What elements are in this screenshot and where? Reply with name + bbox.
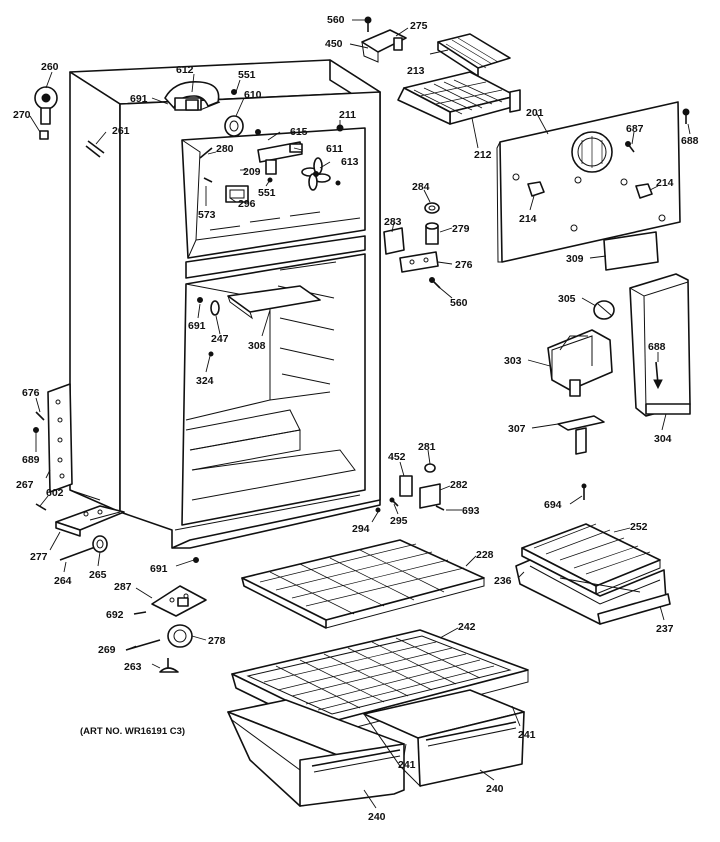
bottom-hinge-267 [33,383,73,511]
label-267: 267 [16,479,34,491]
label-247: 247 [211,333,229,345]
label-240-right: 240 [486,783,504,795]
meat-pan-252 [515,523,671,625]
control-parts [547,273,691,455]
wire-shelf-228 [241,539,485,629]
bracket-287 [133,585,207,617]
label-573: 573 [198,209,216,221]
label-551-top: 551 [238,69,256,81]
label-613: 613 [341,156,359,168]
label-237: 237 [656,623,674,635]
label-278: 278 [208,635,226,647]
label-687: 687 [626,123,644,135]
crisper-drawers-240 [227,689,525,807]
label-691-bottom: 691 [150,563,168,575]
label-201: 201 [526,107,544,119]
label-610: 610 [244,89,262,101]
label-287: 287 [114,581,132,593]
ice-shelf-212 [397,71,521,125]
label-688-mid: 688 [648,341,666,353]
label-295: 295 [390,515,408,527]
label-281: 281 [418,441,436,453]
label-309: 309 [566,253,584,265]
label-689: 689 [22,454,40,466]
cabinet [69,59,381,549]
label-270: 270 [13,109,31,121]
evaporator-cover-201 [496,101,690,263]
label-691-top: 691 [130,93,148,105]
label-241-left: 241 [398,759,416,771]
label-252: 252 [630,521,648,533]
label-303: 303 [504,355,522,367]
label-260: 260 [41,61,59,73]
front-roller-278 [125,624,193,673]
label-212: 212 [474,149,492,161]
leader-lines [29,19,691,809]
label-560-top: 560 [327,14,345,26]
label-228: 228 [476,549,494,561]
label-308: 308 [248,340,266,352]
label-688-top: 688 [681,135,699,147]
label-676: 676 [22,387,40,399]
label-214-right: 214 [656,177,674,189]
label-615: 615 [290,126,308,138]
freezer-components [164,81,344,203]
art-number-note: (ART NO. WR16191 C3) [80,726,185,737]
label-309 [603,231,659,271]
label-209: 209 [243,166,261,178]
label-450: 450 [325,38,343,50]
label-264: 264 [54,575,72,587]
label-560-mid: 560 [450,297,468,309]
ice-tray-213 [437,33,511,77]
label-277: 277 [30,551,48,563]
label-551-mid: 551 [258,187,276,199]
door-stop-parts [193,463,587,563]
label-694: 694 [544,499,562,511]
label-283: 283 [384,216,402,228]
label-282: 282 [450,479,468,491]
hinge-bracket-277 [55,505,125,537]
label-294: 294 [352,523,370,535]
roller-265 [59,535,108,561]
label-265: 265 [89,569,107,581]
label-276: 276 [455,259,473,271]
label-261: 261 [112,125,130,137]
label-211: 211 [339,109,356,121]
damper-parts [383,202,441,289]
fresh-food-parts [197,285,321,357]
label-241-right: 241 [518,729,536,741]
label-280: 280 [216,143,234,155]
label-611: 611 [326,143,343,155]
label-269: 269 [98,644,116,656]
top-hinge-275 [361,16,407,63]
label-305: 305 [558,293,576,305]
label-693: 693 [462,505,480,517]
label-692: 692 [106,609,124,621]
part-labels: 560 275 450 213 612 551 610 211 260 270 … [13,14,699,823]
label-275: 275 [410,20,428,32]
label-452: 452 [388,451,406,463]
label-307: 307 [508,423,526,435]
label-324: 324 [196,375,214,387]
label-612: 612 [176,64,194,76]
hinge-top-260 [34,86,105,158]
label-296: 296 [238,198,256,210]
label-304: 304 [654,433,672,445]
label-279: 279 [452,223,470,235]
label-242: 242 [458,621,476,633]
label-236: 236 [494,575,512,587]
label-213: 213 [407,65,425,77]
label-284: 284 [412,181,430,193]
label-602: 602 [46,487,64,499]
label-691-mid: 691 [188,320,206,332]
label-214-left: 214 [519,213,537,225]
label-240-left: 240 [368,811,386,823]
label-263: 263 [124,661,142,673]
